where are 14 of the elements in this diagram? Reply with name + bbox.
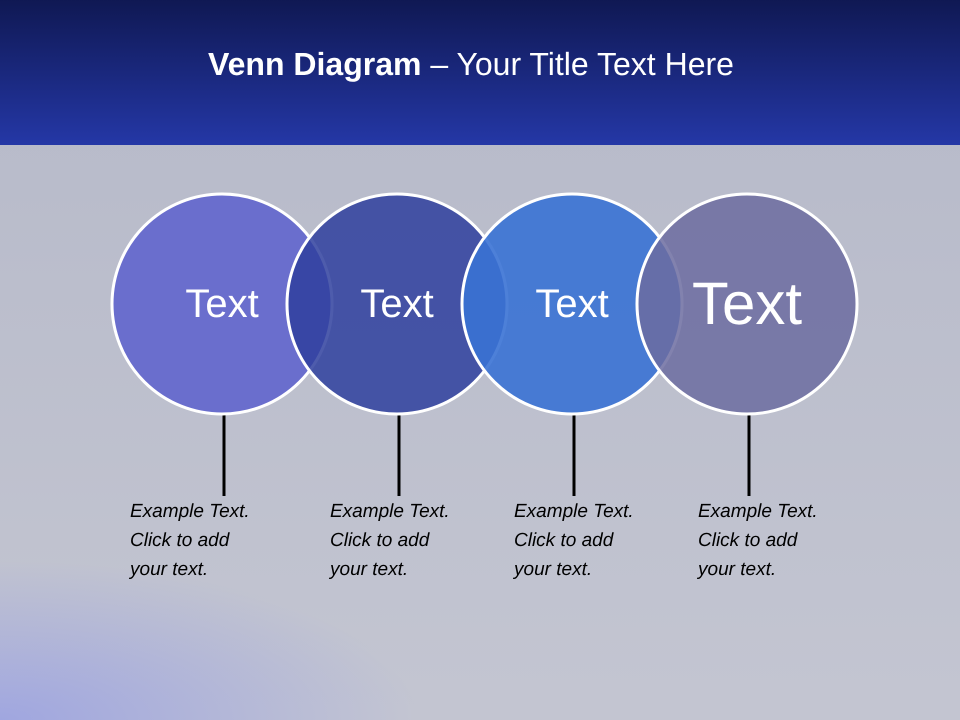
example-text: Example Text. Click to add your text. [130,497,270,584]
example-text: Example Text. Click to add your text. [698,497,838,584]
circle-label: Text [185,282,259,326]
leader-line [748,415,750,496]
venn-circle [635,192,859,416]
leader-line [398,415,400,496]
leader-line [222,415,226,496]
leader-line [572,415,576,496]
example-text: Example Text. Click to add your text. [514,497,654,584]
circle-label: Text [535,282,609,326]
slide-title: Venn Diagram – Your Title Text Here [208,45,734,84]
circle-label: Text [692,271,802,337]
circle-label: Text [360,282,434,326]
example-text: Example Text. Click to add your text. [330,497,470,584]
